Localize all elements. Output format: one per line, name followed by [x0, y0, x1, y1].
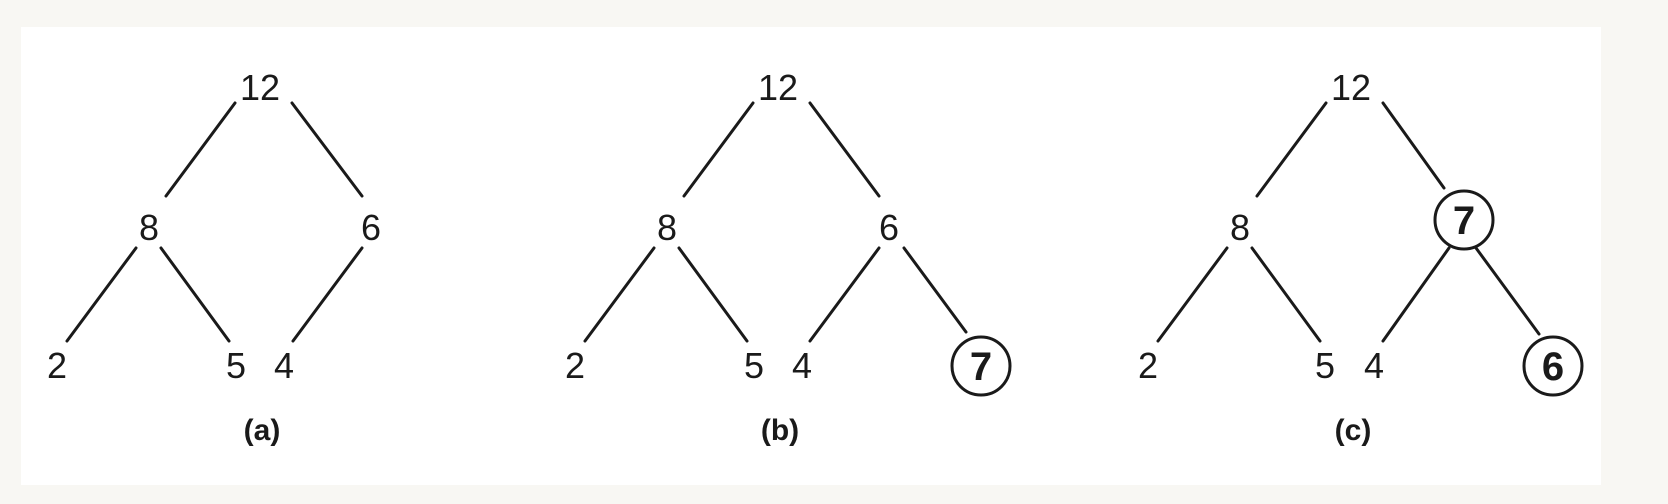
node-root: 12 [240, 67, 280, 108]
edge-6-4 [808, 246, 881, 343]
node-left-right: 5 [1315, 345, 1335, 386]
edge-7-4 [1381, 246, 1451, 343]
edge-12-6 [290, 101, 364, 198]
edge-12-8 [1255, 101, 1328, 198]
node-right-left: 4 [1364, 345, 1384, 386]
panel-a: 12 8 6 2 5 4 (a) [47, 67, 381, 447]
highlight-ring [1522, 335, 1584, 397]
panel-caption: (b) [761, 414, 799, 447]
edge-12-6 [808, 101, 881, 198]
panel-caption: (c) [1335, 414, 1372, 447]
edge-12-8 [682, 101, 755, 198]
node-left-right: 5 [226, 345, 246, 386]
node-right-left: 4 [274, 345, 294, 386]
node-right-right: 6 [1542, 345, 1564, 389]
panel-c: 12 8 7 2 5 4 6 (c) [1138, 67, 1584, 447]
node-left-left: 2 [565, 345, 585, 386]
node-left: 8 [657, 207, 677, 248]
node-right: 6 [361, 207, 381, 248]
node-inserted: 7 [970, 345, 992, 389]
node-right: 7 [1453, 199, 1475, 243]
edge-6-4 [291, 246, 364, 343]
node-root: 12 [1331, 67, 1371, 108]
node-root: 12 [758, 67, 798, 108]
edge-7-6 [1474, 246, 1541, 336]
edge-8-5 [677, 246, 749, 343]
edge-8-2 [583, 246, 656, 343]
edge-8-2 [65, 246, 138, 343]
highlight-ring [1433, 189, 1495, 251]
node-left: 8 [1230, 207, 1250, 248]
edge-8-2 [1156, 246, 1229, 343]
edge-8-5 [159, 246, 231, 343]
edge-8-5 [1250, 246, 1322, 343]
node-left-left: 2 [1138, 345, 1158, 386]
edge-6-7 [902, 246, 968, 334]
node-right: 6 [879, 207, 899, 248]
edge-12-8 [164, 101, 237, 198]
node-left: 8 [139, 207, 159, 248]
node-left-left: 2 [47, 345, 67, 386]
highlight-ring [950, 335, 1012, 397]
edge-12-7 [1381, 101, 1446, 190]
panel-caption: (a) [244, 414, 281, 447]
node-left-right: 5 [744, 345, 764, 386]
panel-b: 12 8 6 2 5 4 7 (b) [565, 67, 1012, 447]
node-right-left: 4 [792, 345, 812, 386]
